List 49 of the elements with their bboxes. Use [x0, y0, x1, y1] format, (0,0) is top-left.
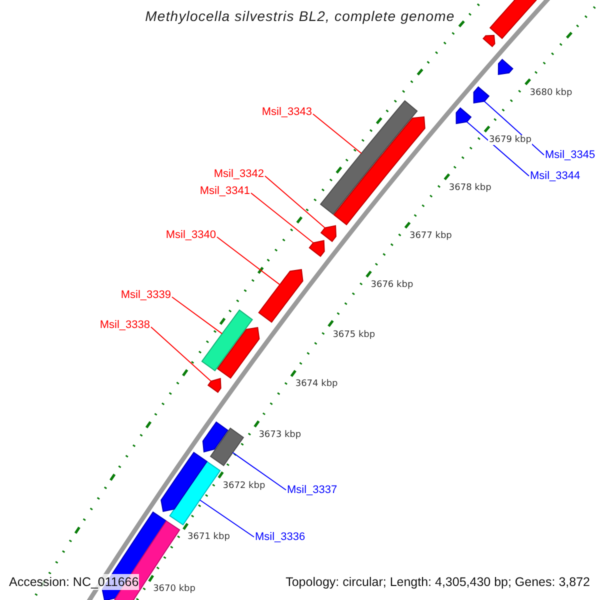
gene-block	[216, 326, 260, 379]
gene-block	[258, 269, 304, 323]
gene-block	[202, 421, 228, 452]
gene-block	[320, 225, 336, 242]
scale-label: 3672 kbp	[222, 480, 266, 491]
gene-block	[333, 116, 426, 226]
gene-label: Msil_3337	[287, 484, 338, 496]
map-title: Methylocella silvestris BL2, complete genome	[144, 8, 456, 24]
gene-bar	[210, 428, 244, 466]
gene-bar	[201, 309, 254, 372]
gene-bar	[169, 460, 221, 526]
gene-block	[207, 378, 222, 393]
scale-label: 3674 kbp	[294, 379, 339, 390]
leader-line	[250, 192, 314, 244]
gene-block	[308, 240, 325, 258]
scale-label: 3675 kbp	[332, 330, 376, 340]
leader-line	[264, 176, 326, 228]
gene-label: Msil_3344	[530, 170, 580, 182]
gene-label: Msil_3340	[166, 229, 216, 241]
gene-label: Msil_3339	[120, 289, 171, 301]
scale-label: 3680 kbp	[528, 88, 574, 98]
gene-block	[456, 107, 472, 124]
genome-stats-text: Topology: circular; Length: 4,305,430 bp; Genes: 3,872	[286, 574, 590, 590]
leader-line	[150, 326, 212, 382]
gene-bar	[320, 100, 418, 215]
leader-line	[466, 121, 530, 176]
scale-label: 3676 kbp	[370, 280, 414, 290]
scale-label: 3678 kbp	[448, 182, 492, 193]
scale-label: 3673 kbp	[258, 430, 302, 440]
scale-label: 3670 kbp	[152, 584, 196, 594]
gene-label: Msil_3338	[100, 319, 150, 331]
gene-block	[160, 452, 208, 512]
leader-line	[216, 236, 280, 286]
scale-label: 3677 kbp	[408, 231, 453, 242]
leader-line	[172, 296, 223, 334]
accession-text: Accession: NC_011666	[9, 574, 139, 590]
scale-label: 3679 kbp	[488, 135, 532, 146]
gene-block	[482, 34, 496, 48]
gene-label: Msil_3342	[214, 168, 264, 180]
gene-label: Msil_3341	[200, 185, 250, 197]
gene-label: Msil_3345	[545, 149, 596, 161]
leader-line	[232, 452, 286, 490]
leader-line	[312, 114, 362, 154]
gene-block	[473, 86, 490, 104]
leader-line	[199, 500, 254, 538]
gene-block	[498, 58, 514, 76]
gene-label: Msil_3336	[255, 531, 306, 543]
gene-label: Msil_3343	[262, 106, 312, 118]
scale-label: 3671 kbp	[186, 532, 231, 542]
